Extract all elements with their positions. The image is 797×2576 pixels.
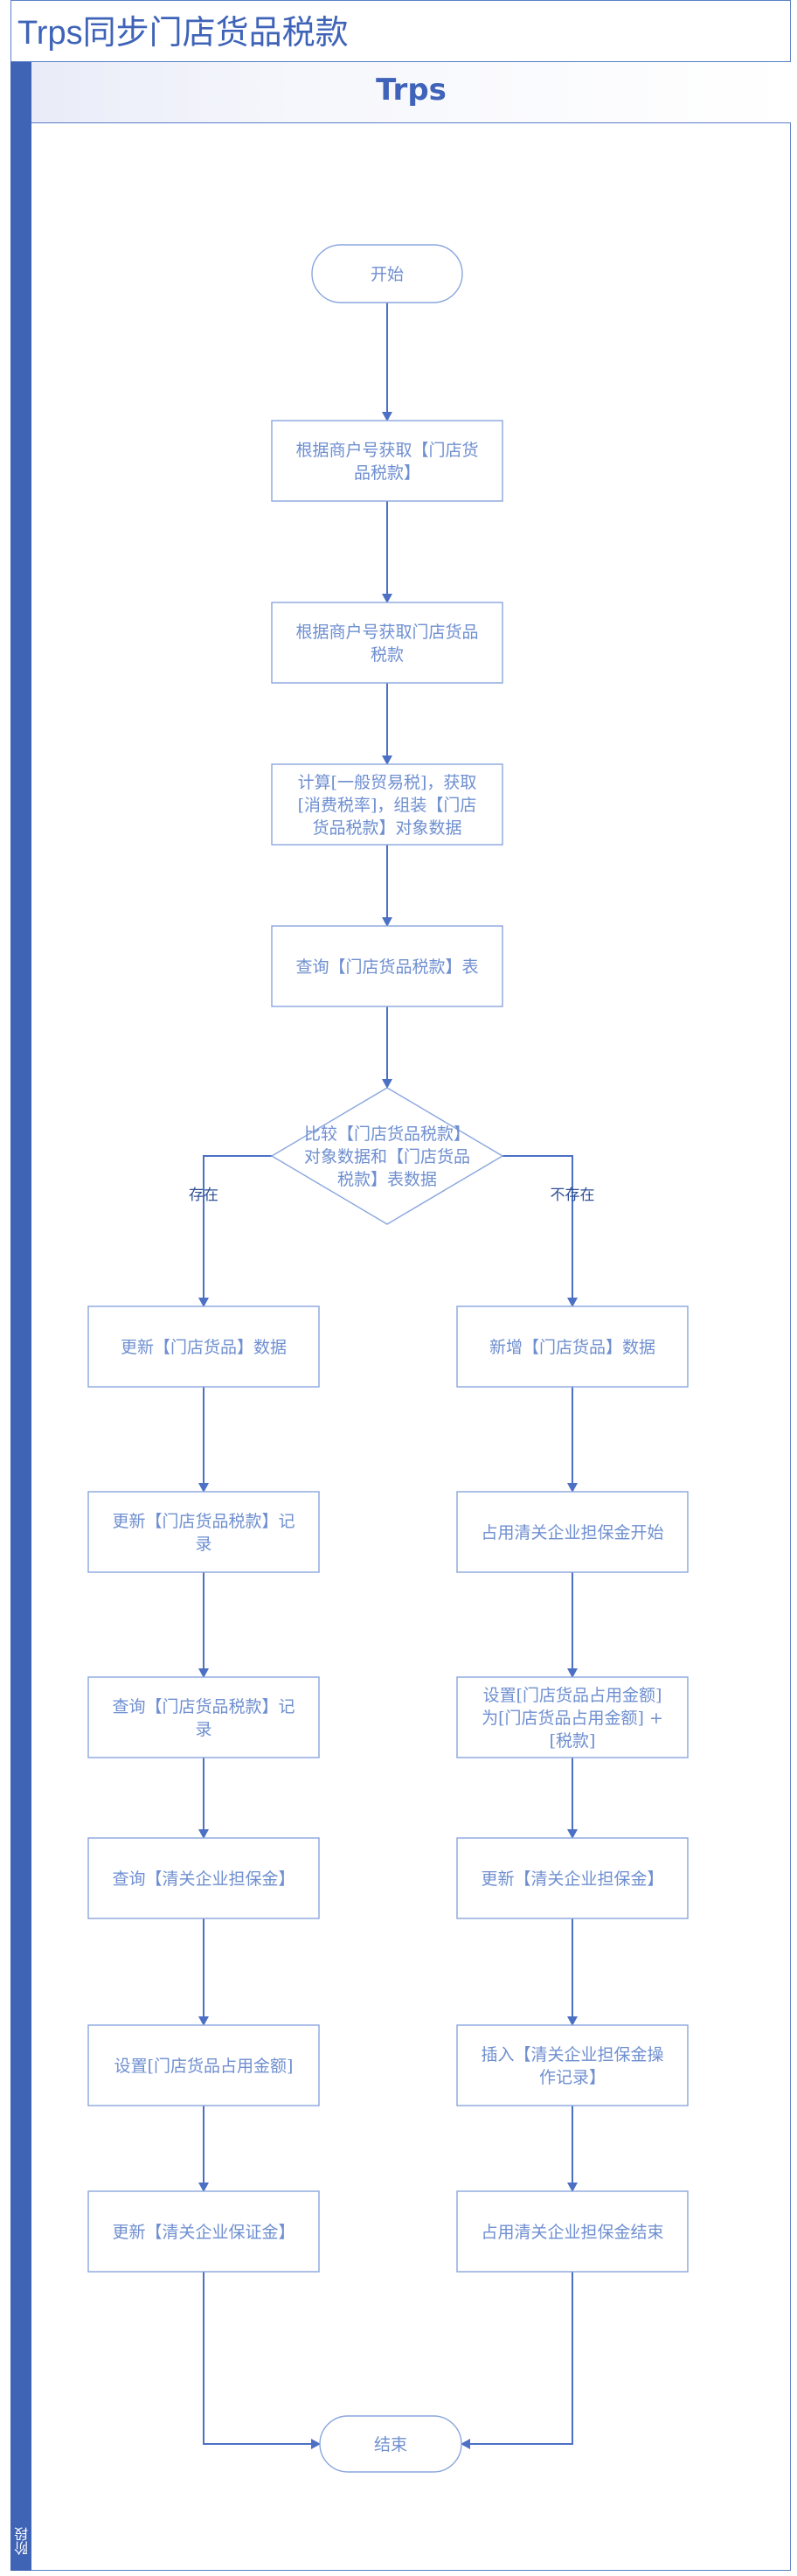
node-label-line: 为[门店货品占用金额] +: [482, 1709, 663, 1728]
node-label-line: 税款: [371, 645, 404, 665]
lane-header: Trps: [31, 62, 791, 123]
terminal-shape: [311, 244, 463, 303]
flow-node-r4: 更新【清关企业担保金】: [456, 1837, 689, 1919]
decision-shape: [270, 1087, 504, 1225]
node-label-line: 查询【门店货品税款】记: [112, 1697, 295, 1716]
flow-node-l4: 查询【清关企业担保金】: [87, 1837, 320, 1919]
node-label-line: 更新【清关企业担保金】: [481, 1869, 663, 1889]
node-label-line: 更新【门店货品】数据: [121, 1338, 287, 1357]
process-shape: [456, 1305, 689, 1388]
diagram-title: Trps同步门店货品税款: [17, 15, 349, 52]
node-label-line: 占用清关企业担保金开始: [481, 1523, 663, 1542]
flow-node-l5: 设置[门店货品占用金额]: [87, 2024, 320, 2106]
process-shape: [271, 602, 503, 684]
node-label-line: 计算[一般贸易税]，获取: [298, 773, 477, 792]
flow-node-end: 结束: [319, 2415, 462, 2473]
process-shape: [271, 763, 503, 846]
node-label-line: 占用清关企业担保金结束: [481, 2223, 663, 2242]
terminal-shape: [319, 2415, 462, 2473]
flow-node-r6: 占用清关企业担保金结束: [456, 2190, 689, 2273]
flow-node-r2: 占用清关企业担保金开始: [456, 1491, 689, 1573]
process-shape: [456, 2024, 689, 2106]
node-label-line: 开始: [371, 265, 404, 284]
edge-label-l1: 存在: [189, 1187, 218, 1204]
node-label-line: 作记录】: [539, 2068, 606, 2087]
flow-node-n3: 计算[一般贸易税]，获取 [消费税率]，组装【门店货品税款】对象数据: [271, 763, 503, 846]
node-label-line: 品税款】: [354, 463, 420, 483]
node-label-line: 录: [195, 1535, 211, 1554]
process-shape: [87, 1305, 320, 1388]
flow-node-n4: 查询【门店货品税款】表: [271, 925, 503, 1007]
process-shape: [271, 420, 503, 502]
node-label-line: 税款】表数据: [337, 1170, 437, 1189]
process-shape: [87, 1491, 320, 1573]
node-label-line: 查询【门店货品税款】表: [295, 957, 478, 977]
node-label-line: 新增【门店货品】数据: [489, 1338, 655, 1357]
node-label-line: 比较【门店货品税款】: [304, 1124, 470, 1144]
flow-edge-r6-end: [461, 2272, 573, 2449]
flow-node-start: 开始: [311, 244, 463, 303]
flow-node-l1: 更新【门店货品】数据: [87, 1305, 320, 1388]
node-label-line: 更新【门店货品税款】记: [112, 1512, 295, 1531]
phase-bar: [10, 62, 31, 2571]
node-label-line: 插入【清关企业担保金操: [481, 2045, 663, 2064]
flow-node-l6: 更新【清关企业保证金】: [87, 2190, 320, 2273]
flow-edge-d1-r1: [502, 1155, 578, 1307]
process-shape: [456, 1676, 689, 1758]
process-shape: [456, 1837, 689, 1919]
process-shape: [87, 2190, 320, 2273]
node-label-line: [税款]: [550, 1731, 596, 1751]
node-label-line: 查询【清关企业担保金】: [112, 1869, 295, 1889]
node-label-line: 根据商户号获取【门店货: [295, 441, 478, 460]
flow-node-r3: 设置[门店货品占用金额] 为[门店货品占用金额] + [税款]: [456, 1676, 689, 1758]
flow-edge-l6-end: [203, 2272, 321, 2449]
title-divider: [10, 61, 791, 62]
lane-title: Trps: [376, 73, 447, 108]
process-shape: [271, 925, 503, 1007]
process-shape: [87, 1837, 320, 1919]
node-label-line: [消费税率]，组装【门店: [298, 796, 477, 815]
node-label-line: 货品税款】对象数据: [312, 818, 461, 838]
process-shape: [456, 2190, 689, 2273]
flow-node-n1: 根据商户号获取【门店货品税款】: [271, 420, 503, 502]
flow-node-d1: 比较【门店货品税款】对象数据和【门店货品税款】表数据: [270, 1087, 504, 1225]
edge-label-r1: 不存在: [551, 1187, 595, 1204]
node-label-line: 录: [195, 1720, 211, 1739]
node-label-line: 根据商户号获取门店货品: [295, 623, 478, 642]
process-shape: [87, 1676, 320, 1758]
node-label-line: 设置[门店货品占用金额]: [114, 2057, 294, 2076]
process-shape: [87, 2024, 320, 2106]
flow-edge-d1-l1: [198, 1155, 272, 1307]
node-label-line: 对象数据和【门店货品: [304, 1147, 470, 1166]
node-label-line: 设置[门店货品占用金额]: [483, 1686, 662, 1705]
node-label-line: 更新【清关企业保证金】: [112, 2223, 295, 2242]
flow-node-l3: 查询【门店货品税款】记录: [87, 1676, 320, 1758]
flow-node-r1: 新增【门店货品】数据: [456, 1305, 689, 1388]
process-shape: [456, 1491, 689, 1573]
node-label-line: 结束: [374, 2435, 407, 2454]
flow-node-l2: 更新【门店货品税款】记录: [87, 1491, 320, 1573]
